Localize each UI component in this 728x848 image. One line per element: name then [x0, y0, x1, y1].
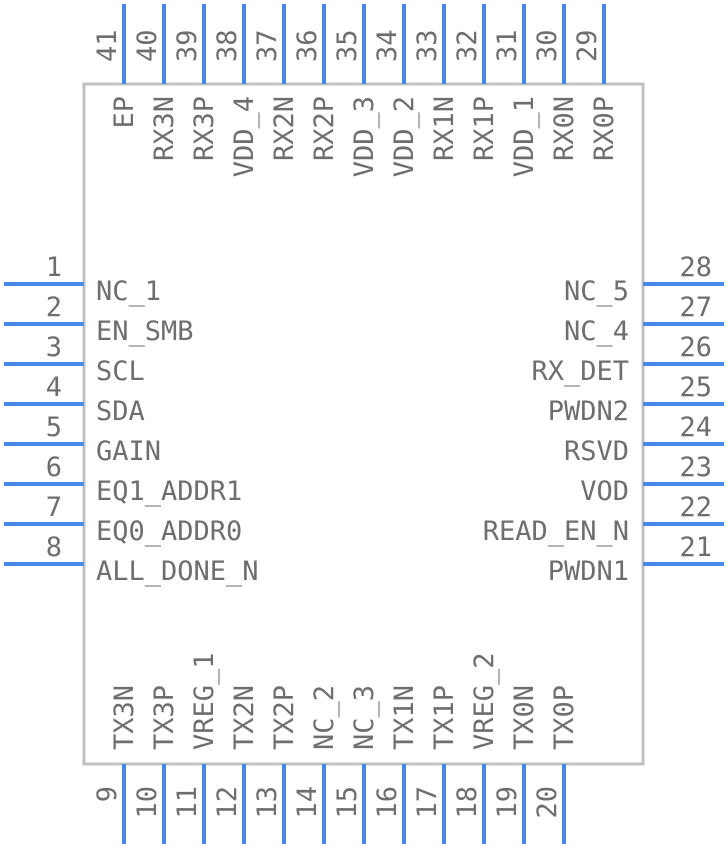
- pin-number-1: 1: [46, 252, 62, 283]
- pin-number-30: 30: [532, 29, 563, 62]
- pin-number-28: 28: [679, 252, 712, 283]
- pin-number-27: 27: [679, 292, 712, 323]
- pin-number-40: 40: [132, 29, 163, 62]
- pin-label-eq1-addr1: EQ1_ADDR1: [96, 476, 242, 507]
- pin-number-7: 7: [46, 492, 62, 523]
- pin-number-18: 18: [452, 786, 483, 819]
- pin-number-16: 16: [372, 786, 403, 819]
- pin-number-25: 25: [679, 372, 712, 403]
- pin-label-nc-3: NC_3: [349, 685, 380, 750]
- pin-number-14: 14: [292, 786, 323, 819]
- pin-number-32: 32: [452, 29, 483, 62]
- pin-label-tx2n: TX2N: [229, 685, 260, 750]
- pin-number-17: 17: [412, 786, 443, 819]
- pin-number-6: 6: [46, 452, 62, 483]
- pin-label-ep: EP: [109, 96, 140, 129]
- pin-label-nc-5: NC_5: [564, 276, 629, 307]
- pin-label-nc-4: NC_4: [564, 316, 629, 347]
- pin-label-rx3n: RX3N: [149, 96, 180, 161]
- pin-label-tx3p: TX3P: [149, 685, 180, 750]
- pin-number-19: 19: [492, 786, 523, 819]
- ic-body: [82, 82, 645, 766]
- pin-number-13: 13: [252, 786, 283, 819]
- pin-label-nc-1: NC_1: [96, 276, 161, 307]
- pin-label-tx0n: TX0N: [509, 685, 540, 750]
- pin-label-nc-2: NC_2: [309, 685, 340, 750]
- pin-label-rx0n: RX0N: [549, 96, 580, 161]
- pin-number-15: 15: [332, 786, 363, 819]
- pin-label-tx2p: TX2P: [269, 685, 300, 750]
- pin-label-read-en-n: READ_EN_N: [483, 516, 629, 547]
- pin-label-vod: VOD: [580, 476, 629, 507]
- pin-label-rx3p: RX3P: [189, 96, 220, 161]
- pin-label-vdd-1: VDD_1: [509, 96, 540, 177]
- pin-label-pwdn1: PWDN1: [548, 556, 629, 587]
- pin-label-rx-det: RX_DET: [531, 356, 629, 387]
- pin-label-tx1n: TX1N: [389, 685, 420, 750]
- pin-label-rx1p: RX1P: [469, 96, 500, 161]
- pin-label-en-smb: EN_SMB: [96, 316, 194, 347]
- pin-number-21: 21: [679, 532, 712, 563]
- pin-number-26: 26: [679, 332, 712, 363]
- pin-label-sda: SDA: [96, 396, 145, 427]
- pin-number-11: 11: [172, 786, 203, 819]
- pin-label-scl: SCL: [96, 356, 145, 387]
- pin-label-rx2n: RX2N: [269, 96, 300, 161]
- pin-number-4: 4: [46, 372, 62, 403]
- pin-label-pwdn2: PWDN2: [548, 396, 629, 427]
- pin-label-tx3n: TX3N: [109, 685, 140, 750]
- pin-label-vdd-3: VDD_3: [349, 96, 380, 177]
- pin-label-vdd-2: VDD_2: [389, 96, 420, 177]
- pin-number-22: 22: [679, 492, 712, 523]
- pin-number-31: 31: [492, 29, 523, 62]
- pin-label-eq0-addr0: EQ0_ADDR0: [96, 516, 242, 547]
- pin-label-gain: GAIN: [96, 436, 161, 467]
- pin-number-33: 33: [412, 29, 443, 62]
- pin-number-24: 24: [679, 412, 712, 443]
- pin-label-vdd-4: VDD_4: [229, 96, 260, 177]
- pin-number-34: 34: [372, 29, 403, 62]
- pin-label-rx2p: RX2P: [309, 96, 340, 161]
- pin-number-39: 39: [172, 29, 203, 62]
- pin-number-41: 41: [92, 29, 123, 62]
- pin-number-12: 12: [212, 786, 243, 819]
- pin-number-8: 8: [46, 532, 62, 563]
- pin-number-5: 5: [46, 412, 62, 443]
- pin-number-3: 3: [46, 332, 62, 363]
- pin-label-rx0p: RX0P: [589, 96, 620, 161]
- pin-label-all-done-n: ALL_DONE_N: [96, 556, 259, 587]
- pin-number-38: 38: [212, 29, 243, 62]
- pin-label-vreg-2: VREG_2: [469, 652, 500, 750]
- pin-number-20: 20: [532, 786, 563, 819]
- pin-label-rsvd: RSVD: [564, 436, 629, 467]
- pin-label-tx0p: TX0P: [549, 685, 580, 750]
- pin-label-rx1n: RX1N: [429, 96, 460, 161]
- pin-label-vreg-1: VREG_1: [189, 652, 220, 750]
- pin-number-29: 29: [572, 29, 603, 62]
- pin-number-36: 36: [292, 29, 323, 62]
- pin-label-tx1p: TX1P: [429, 685, 460, 750]
- pin-number-2: 2: [46, 292, 62, 323]
- pin-number-23: 23: [679, 452, 712, 483]
- pin-number-9: 9: [92, 786, 123, 802]
- pin-number-10: 10: [132, 786, 163, 819]
- pin-number-35: 35: [332, 29, 363, 62]
- pin-number-37: 37: [252, 29, 283, 62]
